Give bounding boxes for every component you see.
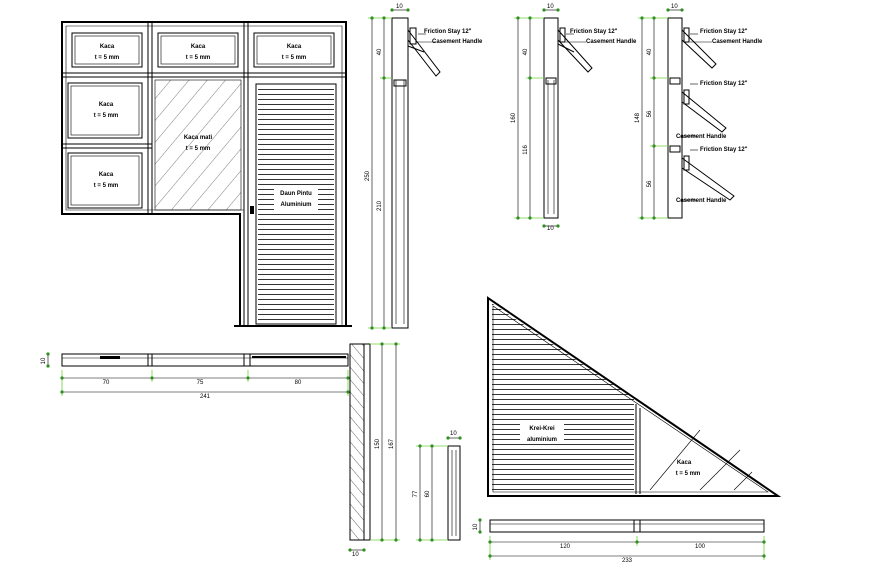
fixed-glass-pane <box>155 80 241 210</box>
s1-handle-label: Casement Handle <box>432 39 483 45</box>
glass-thickness-1: t = 5 mm <box>95 55 120 61</box>
plan-section: 10 70 75 80 241 <box>41 352 350 400</box>
s3-dim-top: 10 <box>671 4 678 10</box>
small-dim-b: 60 <box>425 490 431 497</box>
s1-dim-h1: 40 <box>377 48 383 55</box>
s2-stay-label: Friction Stay 12" <box>570 29 618 35</box>
glass-thickness-3: t = 5 mm <box>282 55 307 61</box>
s3-dim-h3: 56 <box>647 180 653 187</box>
glass-thickness-4: t = 5 mm <box>94 113 119 119</box>
s1-stay-label: Friction Stay 12" <box>424 29 472 35</box>
s1-dim-total: 250 <box>365 170 371 181</box>
s2-dim-total: 160 <box>511 112 517 123</box>
plan-dim-b: 75 <box>197 380 204 386</box>
s3-handle-label-2: Casement Handle <box>676 134 727 140</box>
vsec-dim-b: 167 <box>389 438 395 449</box>
s3-handle-label-1: Casement Handle <box>712 39 763 45</box>
glass-label-3: Kaca <box>287 44 302 50</box>
small-dim-a: 77 <box>413 490 419 497</box>
small-dim-top: 10 <box>450 431 457 437</box>
glass-label-5: Kaca <box>99 172 114 178</box>
door-leaf-label: Daun Pintu <box>280 191 312 197</box>
s3-dim-total: 148 <box>635 112 641 123</box>
glass-pane-4 <box>67 82 143 139</box>
louver-label: Krei-Krei <box>529 426 555 432</box>
s1-dim-door: 210 <box>377 200 383 211</box>
tri-dim-total: 233 <box>622 558 633 564</box>
glass-thickness-5: t = 5 mm <box>94 183 119 189</box>
s2-dim-h2: 116 <box>523 145 529 155</box>
section-3: 10 40 148 56 56 Friction Stay 12" Caseme… <box>635 4 763 220</box>
fixed-glass-thickness: t = 5 mm <box>186 146 211 152</box>
plan-dim-a: 70 <box>103 380 110 386</box>
s1-dim-top: 10 <box>396 4 403 10</box>
s3-stay-label-2: Friction Stay 12" <box>700 81 748 87</box>
s3-dim-h1: 40 <box>647 48 653 55</box>
triangle-elevation: Krei-Krei aluminium Kaca t = 5 mm <box>487 296 782 497</box>
tri-dim-b: 100 <box>695 544 706 550</box>
s3-handle-label-3: Casement Handle <box>676 198 727 204</box>
glass-label-1: Kaca <box>100 44 115 50</box>
s2-handle-label: Casement Handle <box>586 39 637 45</box>
glass-pane-5 <box>67 152 143 209</box>
door-material-label: Aluminium <box>281 202 312 208</box>
tri-glass-thickness: t = 5 mm <box>676 471 701 477</box>
fixed-glass-label: Kaca mati <box>184 135 213 141</box>
plan-dim-left: 10 <box>41 357 47 364</box>
plan-dim-c: 80 <box>295 380 302 386</box>
section-1: 10 40 250 210 Friction Stay 12" Casement… <box>365 4 483 330</box>
glass-pane-3 <box>253 32 335 68</box>
s2-dim-h1: 40 <box>523 48 529 55</box>
plan-dim-total: 241 <box>200 394 211 400</box>
vsec-dim-bot: 10 <box>352 552 359 558</box>
tri-glass-label: Kaca <box>677 460 692 466</box>
glass-thickness-2: t = 5 mm <box>186 55 211 61</box>
glass-label-4: Kaca <box>99 102 114 108</box>
tri-dim-a: 120 <box>560 544 571 550</box>
triangle-plan: 10 120 100 233 <box>473 518 766 564</box>
s3-stay-label-1: Friction Stay 12" <box>700 29 748 35</box>
glass-pane-1 <box>71 32 143 68</box>
glass-pane-2 <box>157 32 239 68</box>
s2-dim-bot: 10 <box>547 226 554 232</box>
front-elevation: Kaca t = 5 mm Kaca t = 5 mm Kaca t = 5 m… <box>61 21 352 327</box>
section-2: 10 40 160 116 10 Friction Stay 12" Casem… <box>511 4 637 232</box>
small-section: 10 77 60 <box>413 431 462 542</box>
louver-material-label: aluminium <box>527 437 557 443</box>
s3-dim-h2: 56 <box>647 110 653 117</box>
tri-dim-left: 10 <box>473 523 479 530</box>
vsec-dim-a: 150 <box>375 438 381 449</box>
s3-stay-label-3: Friction Stay 12" <box>700 147 748 153</box>
vertical-section: 150 167 10 <box>348 342 400 558</box>
s2-dim-top: 10 <box>547 4 554 10</box>
glass-label-2: Kaca <box>191 44 206 50</box>
